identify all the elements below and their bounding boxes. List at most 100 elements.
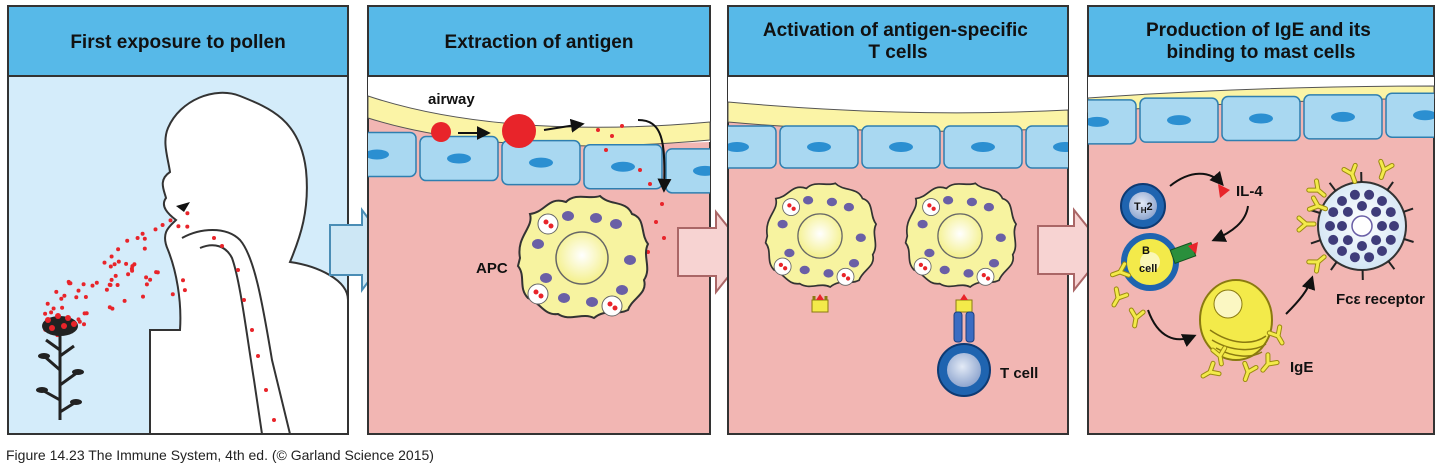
pollen-dot	[102, 260, 107, 265]
pollen-grain-swollen	[502, 114, 536, 148]
pollen-dot	[142, 246, 147, 251]
epithelial-cell	[728, 125, 777, 169]
t-cell	[937, 343, 991, 397]
apc-label: APC	[476, 260, 508, 277]
pollen-dot	[76, 317, 81, 322]
apc-cell-left	[764, 182, 877, 288]
panel-1-first-exposure: First exposure to pollen	[7, 5, 349, 435]
arrow-il4-to-bcell	[1211, 205, 1249, 242]
mast-granule	[1349, 252, 1360, 263]
mast-cell	[1310, 171, 1414, 281]
pollen-dot	[130, 268, 135, 273]
mast-granule	[1337, 221, 1347, 231]
panel-3-airway-lumen	[728, 76, 1068, 113]
epithelial-cell	[368, 131, 417, 178]
pollen-dot	[66, 279, 71, 284]
pollen-dot	[242, 298, 246, 302]
panel-2-header	[367, 5, 711, 77]
arrow-bcell-to-plasma	[1147, 309, 1197, 347]
epithelial-cell	[1025, 125, 1068, 169]
mast-granule	[1385, 207, 1396, 218]
pollen-dot	[109, 277, 114, 282]
pollen-dot	[256, 354, 260, 358]
arrow-il4-release	[1169, 170, 1224, 187]
mast-granule	[1342, 235, 1353, 246]
pollen-dot	[185, 211, 190, 216]
fce-receptor-label: Fcε receptor	[1336, 291, 1425, 308]
mast-granule	[1337, 246, 1347, 256]
antigen-dot	[610, 134, 614, 138]
epithelial-nucleus	[529, 157, 553, 168]
panel-4-header	[1087, 5, 1435, 77]
pollen-dot	[76, 288, 81, 293]
antigen-dot	[596, 128, 600, 132]
epithelial-nucleus	[1249, 113, 1273, 124]
mhc-peptide-left	[811, 294, 829, 313]
antigen-dot	[638, 168, 642, 172]
mast-granule	[1377, 221, 1387, 231]
fce-receptor	[1387, 260, 1396, 270]
pollen-dot	[62, 293, 67, 298]
antigen-dot	[620, 124, 624, 128]
th2-cell	[1120, 183, 1166, 229]
mast-granule	[1337, 196, 1347, 206]
pollen-dot	[132, 262, 137, 267]
pollen-in-airway	[212, 236, 276, 422]
mast-cell-fce-receptors	[1310, 171, 1414, 281]
epithelial-nucleus	[368, 149, 389, 160]
epithelial-nucleus	[693, 165, 710, 176]
mast-nucleus	[1351, 215, 1373, 237]
epithelial-cell	[1088, 99, 1137, 145]
epithelial-nucleus	[1088, 116, 1109, 127]
pollen-dot	[107, 282, 112, 287]
fce-receptor	[1386, 181, 1394, 191]
pollen-dot	[108, 264, 113, 269]
mast-granule	[1364, 252, 1375, 263]
panel-1-title: First exposure to pollen	[70, 32, 285, 53]
pollen-dot	[59, 296, 64, 301]
pollen-dot	[104, 287, 109, 292]
mast-granule	[1377, 246, 1387, 256]
panel-3-epithelium	[728, 125, 1068, 169]
pollen-dot	[82, 322, 86, 327]
pollen-dot	[110, 306, 115, 311]
pollen-dot	[54, 289, 59, 294]
human-head-silhouette	[149, 91, 349, 435]
b-cell-label-2: cell	[1139, 263, 1157, 275]
airway-label: airway	[428, 91, 475, 108]
fce-receptor	[1403, 207, 1414, 213]
pollen-dot	[116, 247, 121, 252]
fce-receptor	[1403, 238, 1414, 243]
panel-1-header	[7, 5, 349, 77]
il4-label: IL-4	[1236, 183, 1263, 200]
pollen-dot	[185, 224, 190, 229]
pollen-dot	[115, 283, 120, 287]
mast-granule	[1357, 241, 1367, 251]
mast-granule	[1377, 196, 1387, 206]
mast-granule	[1342, 206, 1353, 217]
epithelial-nucleus	[1053, 142, 1068, 152]
panel-2-extraction: Extraction of antigen airway APC	[367, 5, 711, 435]
airway-tube	[181, 229, 291, 435]
epithelial-nucleus	[611, 161, 635, 172]
antigen-dot	[648, 182, 652, 186]
t-cell-label: T cell	[1000, 365, 1038, 382]
epithelial-nucleus	[1413, 110, 1434, 121]
pollen-dot	[236, 268, 240, 272]
epithelial-nucleus	[447, 153, 471, 164]
il4-molecule	[1218, 184, 1230, 198]
epithelial-nucleus	[1331, 111, 1355, 122]
pollen-dot	[83, 295, 88, 299]
pollen-dot	[264, 388, 268, 392]
antigen-dot	[604, 148, 608, 152]
antigen-dot	[662, 236, 666, 240]
mhc-tcr-complex	[953, 294, 975, 343]
panel-4-title: Production of IgE and its binding to mas…	[1146, 20, 1376, 63]
fce-receptor	[1328, 182, 1337, 192]
panel-4-ige-production: Production of IgE and its binding to mas…	[1087, 5, 1435, 435]
ige-label: IgE	[1290, 359, 1313, 376]
th2-label: TH2	[1134, 201, 1153, 215]
epithelial-nucleus	[1167, 115, 1191, 126]
pollen-dot	[126, 272, 131, 277]
